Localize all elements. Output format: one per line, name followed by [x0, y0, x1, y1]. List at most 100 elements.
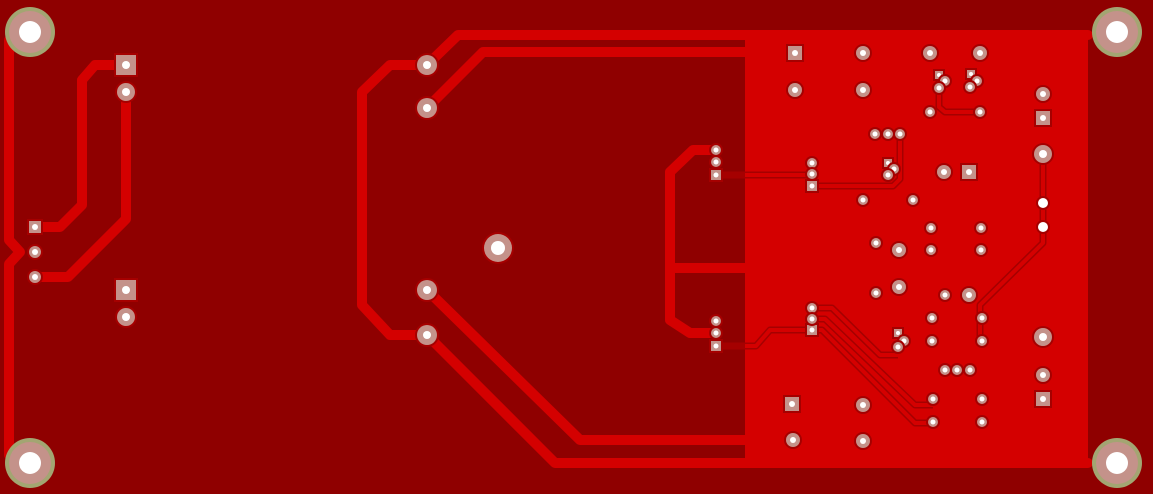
drill-hole	[122, 286, 130, 294]
mounting-hole	[19, 21, 41, 43]
drill-hole	[1040, 115, 1046, 121]
drill-hole	[930, 419, 936, 425]
drill-hole	[792, 87, 798, 93]
drill-hole	[929, 315, 935, 321]
drill-hole	[809, 316, 815, 322]
drill-hole	[895, 344, 901, 350]
drill-hole	[872, 131, 878, 137]
drill-hole	[790, 437, 796, 443]
drill-hole	[977, 109, 983, 115]
drill-hole	[885, 131, 891, 137]
drill-hole	[873, 290, 879, 296]
drill-hole	[979, 396, 985, 402]
drill-hole	[713, 318, 719, 324]
drill-hole	[978, 225, 984, 231]
trace-left-edge	[4, 35, 25, 460]
drill-hole	[713, 147, 719, 153]
drill-hole	[969, 72, 973, 76]
drill-hole	[937, 73, 941, 77]
drill-hole	[809, 183, 815, 189]
drill-hole	[942, 78, 948, 84]
drill-hole	[979, 338, 985, 344]
drill-hole	[1039, 150, 1047, 158]
trace-center-3	[422, 47, 798, 113]
drill-hole	[896, 247, 902, 253]
trace-center-2	[422, 30, 1093, 70]
drill-hole	[1040, 91, 1046, 97]
drill-hole	[809, 160, 815, 166]
drill-hole	[423, 61, 431, 69]
trace-inner-fill-1	[745, 134, 902, 188]
trace-left-1	[30, 60, 131, 232]
drill-hole	[927, 109, 933, 115]
mounting-hole	[19, 452, 41, 474]
drill-hole	[122, 61, 130, 69]
drill-hole	[897, 131, 903, 137]
drill-hole	[860, 438, 866, 444]
trace-mid-1	[665, 145, 721, 338]
drill-hole	[928, 225, 934, 231]
drill-hole	[979, 419, 985, 425]
drill-hole	[928, 247, 934, 253]
drill-hole	[32, 224, 38, 230]
drill-hole	[929, 338, 935, 344]
drill-hole	[809, 327, 815, 333]
drill-hole	[1040, 372, 1046, 378]
trace-left-2	[30, 87, 131, 282]
drill-hole	[979, 315, 985, 321]
drill-hole	[942, 367, 948, 373]
drill-hole	[966, 292, 972, 298]
drill-hole	[32, 249, 38, 255]
drill-hole	[930, 396, 936, 402]
mounting-hole	[1106, 452, 1128, 474]
drill-hole	[860, 87, 866, 93]
drill-hole	[954, 367, 960, 373]
drill-hole	[122, 313, 130, 321]
copper-pour	[745, 38, 1088, 460]
drill-hole	[941, 169, 947, 175]
drill-hole	[886, 161, 890, 165]
drill-hole	[896, 284, 902, 290]
drill-hole	[977, 50, 983, 56]
drill-hole	[927, 50, 933, 56]
drill-hole	[967, 367, 973, 373]
trace-center-1	[357, 60, 432, 340]
traces-outer	[4, 30, 1093, 468]
trace-center-4	[422, 285, 798, 445]
drill-hole	[792, 50, 798, 56]
drill-hole	[809, 171, 815, 177]
trace-bus-fill	[745, 114, 1043, 272]
drill-hole	[713, 343, 719, 349]
through-hole	[1038, 198, 1048, 208]
drill-hole	[713, 159, 719, 165]
drill-hole	[967, 84, 973, 90]
drill-hole	[974, 78, 980, 84]
mounting-hole	[1106, 21, 1128, 43]
drill-hole	[978, 247, 984, 253]
drill-hole	[896, 331, 900, 335]
drill-hole	[860, 50, 866, 56]
drill-hole	[885, 172, 891, 178]
drill-hole	[860, 197, 866, 203]
drill-hole	[936, 85, 942, 91]
drill-hole	[809, 305, 815, 311]
drill-hole	[423, 104, 431, 112]
drill-hole	[1039, 333, 1047, 341]
pads	[5, 7, 1142, 488]
drill-hole	[789, 401, 795, 407]
drill-hole	[713, 330, 719, 336]
through-hole	[1038, 222, 1048, 232]
drill-hole	[713, 172, 719, 178]
drill-hole	[910, 197, 916, 203]
trace-inner-fill-3	[812, 306, 898, 357]
drill-hole	[122, 88, 130, 96]
drill-hole	[32, 274, 38, 280]
drill-hole	[491, 241, 505, 255]
trace-center-5	[422, 330, 1093, 468]
drill-hole	[860, 402, 866, 408]
drill-hole	[423, 286, 431, 294]
drill-hole	[942, 292, 948, 298]
drill-hole	[966, 169, 972, 175]
drill-hole	[423, 331, 431, 339]
